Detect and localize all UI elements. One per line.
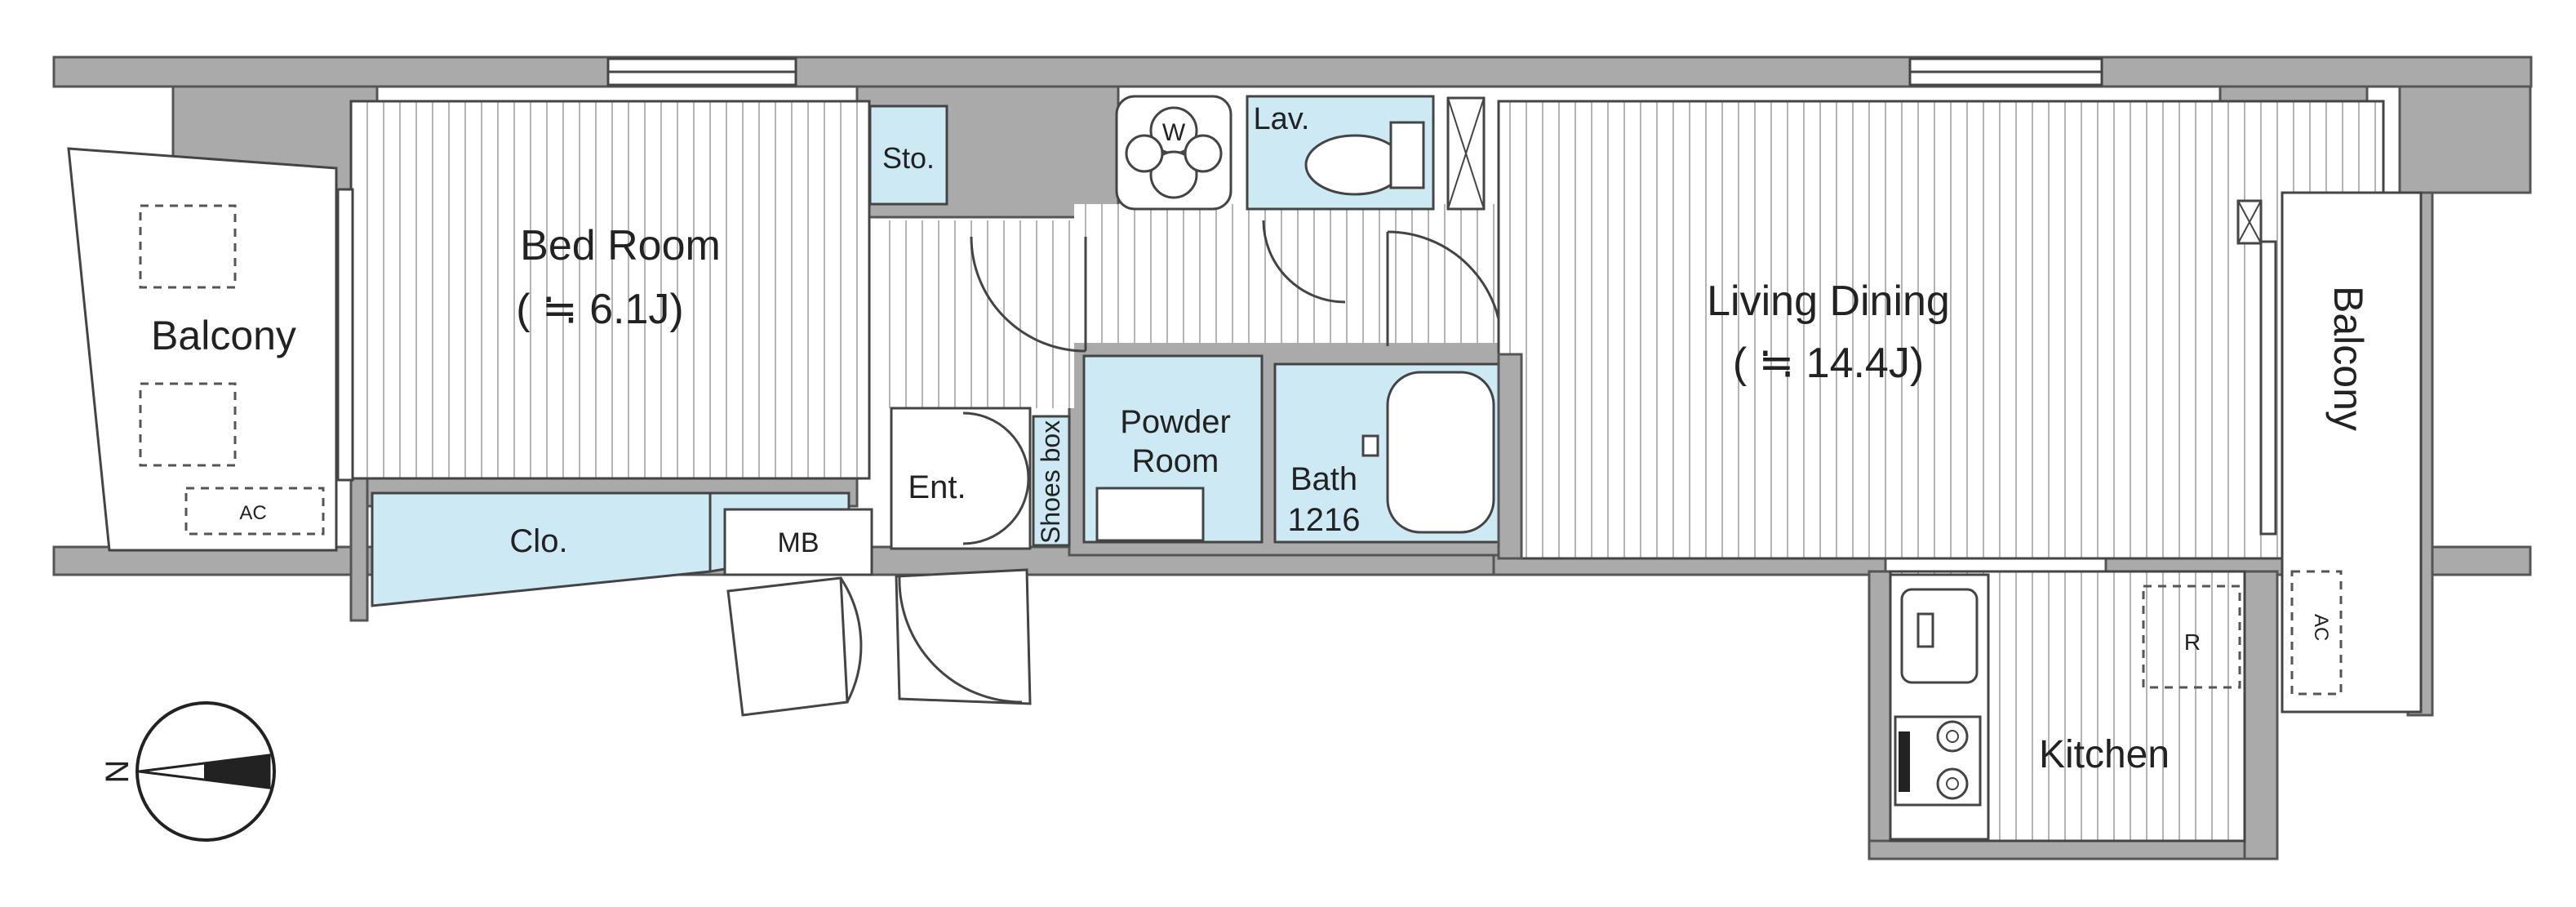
entrance: Ent. <box>890 407 1032 550</box>
closet-left-wall <box>349 472 369 622</box>
refrigerator-space <box>2142 585 2241 689</box>
meter-box-label: MB <box>778 527 819 558</box>
bath-label: Bath <box>1290 461 1357 497</box>
kitchen-bottom-wall <box>1868 839 2246 860</box>
kitchen-label: Kitchen <box>2039 733 2170 776</box>
bath-size: 1216 <box>1288 502 1361 538</box>
kitchen: R Kitchen <box>1889 570 2246 843</box>
bed-room-sliding-door <box>336 188 354 482</box>
balcony-left-label: Balcony <box>151 313 296 358</box>
top-wall <box>52 56 2533 88</box>
living-dining: Living Dining ( ≒ 14.4J) <box>1497 100 2385 560</box>
living-dining-label: Living Dining <box>1707 278 1950 325</box>
ac-outdoor-unit-right <box>2290 570 2343 696</box>
right-wall-upper <box>2398 85 2532 194</box>
bathtub <box>1386 371 1495 534</box>
lavatory-label: Lav. <box>1253 102 1309 136</box>
washer-space: W <box>1115 95 1232 211</box>
meter-box: MB <box>723 508 873 576</box>
closet-label: Clo. <box>509 523 567 559</box>
front-doors <box>726 568 1032 717</box>
washer-label: W <box>1162 119 1186 146</box>
powder-room-label-1: Powder <box>1120 404 1231 440</box>
shoes-box: Shoes box <box>1032 415 1071 547</box>
living-sliding-door <box>2259 240 2277 536</box>
entrance-door-swing <box>962 411 1030 479</box>
door-lavatory-swing <box>1262 220 1346 304</box>
kitchen-sink <box>1900 588 1979 684</box>
windows <box>606 57 2103 87</box>
hallway <box>880 204 1499 408</box>
bed-room: Bed Room ( ≒ 6.1J) <box>336 100 871 482</box>
bed-room-size: ( ≒ 6.1J) <box>516 286 683 333</box>
powder-room: Powder Room <box>1082 354 1264 544</box>
balcony-right: Balcony AC <box>2281 191 2423 714</box>
compass: N <box>100 701 276 842</box>
storage: Sto. <box>868 104 948 206</box>
ac-outdoor-unit-left <box>184 487 325 536</box>
kitchen-left-wall <box>1868 570 1892 859</box>
toilet-icon <box>1304 134 1406 196</box>
living-dining-size: ( ≒ 14.4J) <box>1733 340 1924 387</box>
compass-north-label: N <box>100 760 135 784</box>
washbasin <box>1095 487 1205 542</box>
storage-label: Sto. <box>882 141 935 175</box>
balcony-left: AC Balcony <box>67 147 338 552</box>
balcony-right-label: Balcony <box>2325 286 2371 431</box>
lavatory: Lav. <box>1246 95 1486 304</box>
kitchen-right-wall <box>2243 570 2279 860</box>
refrigerator-label: R <box>2184 629 2201 655</box>
bathroom: Bath 1216 <box>1273 362 1508 544</box>
ac-right-label: AC <box>2310 614 2332 641</box>
ac-left-label: AC <box>239 502 266 524</box>
shoes-box-label: Shoes box <box>1036 420 1065 544</box>
bed-room-label: Bed Room <box>520 222 721 269</box>
powder-room-label-2: Room <box>1132 443 1219 479</box>
entrance-label: Ent. <box>908 469 966 505</box>
door-hall-swing <box>970 236 1086 353</box>
